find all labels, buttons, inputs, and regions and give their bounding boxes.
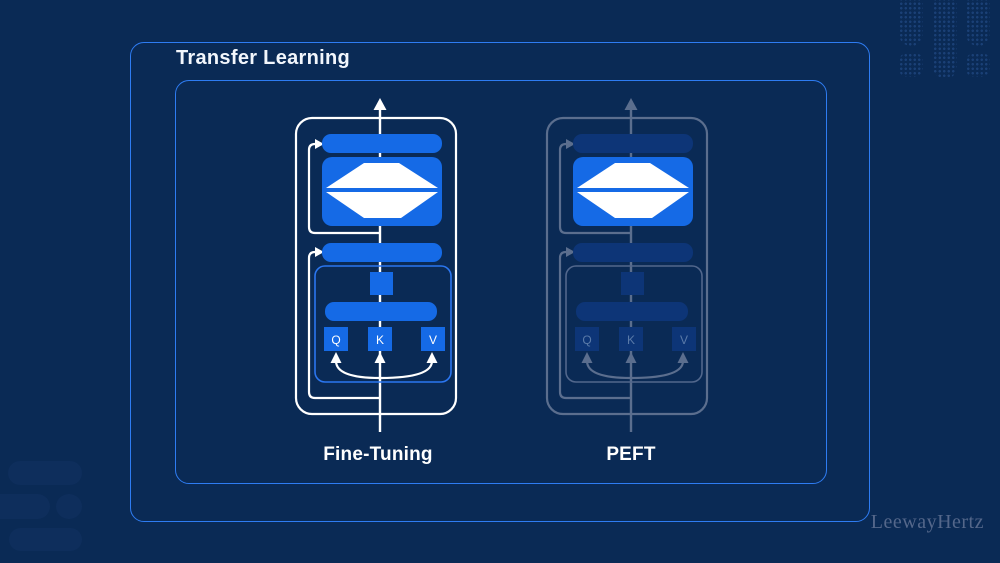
dot-decoration — [56, 494, 82, 519]
ffn-skip-connection — [558, 142, 631, 235]
qkv-label: K — [627, 333, 635, 347]
qkv-label: V — [680, 333, 688, 347]
q-input-curve — [334, 360, 381, 380]
attention-bar — [576, 302, 688, 321]
block-container — [294, 116, 458, 416]
ffn-shape-top — [577, 163, 689, 188]
ffn-skip-connection — [307, 142, 380, 235]
attention-bar — [325, 302, 437, 321]
arrowhead-icon — [581, 352, 593, 363]
qkv-square — [368, 327, 392, 351]
pill-decoration — [8, 461, 82, 485]
qkv-label: V — [429, 333, 437, 347]
attention-block — [314, 265, 452, 383]
arrowhead-icon — [566, 247, 575, 257]
fine-tuning-label: Fine-Tuning — [323, 444, 433, 465]
dotted-pill-decoration — [933, 0, 957, 79]
block-container — [545, 116, 709, 416]
attention-output-square — [621, 272, 644, 295]
qkv-square — [619, 327, 643, 351]
arrowhead-icon — [374, 352, 386, 363]
arrowhead-icon — [625, 352, 637, 363]
q-input-curve — [585, 360, 632, 380]
ffn-shape-bottom — [577, 192, 689, 218]
qkv-label: Q — [582, 333, 591, 347]
qkv-square — [421, 327, 445, 351]
dotted-pill-decoration — [899, 0, 923, 46]
pill-decoration — [0, 494, 50, 519]
page-title: Transfer Learning — [176, 47, 351, 69]
norm-bar — [322, 134, 442, 153]
dotted-pill-decoration — [966, 0, 990, 46]
qkv-square — [672, 327, 696, 351]
dotted-square-decoration — [966, 53, 990, 77]
diagram-panel — [175, 80, 827, 484]
output-arrow-icon — [373, 98, 387, 110]
attention-block — [565, 265, 703, 383]
qkv-label: Q — [331, 333, 340, 347]
norm-bar — [322, 243, 442, 262]
pill-decoration — [9, 528, 82, 551]
brand-watermark: LeewayHertz — [870, 511, 984, 533]
arrowhead-icon — [566, 139, 575, 149]
attention-skip-connection — [307, 250, 380, 400]
arrowhead-icon — [677, 352, 689, 363]
arrowhead-icon — [330, 352, 342, 363]
dotted-square-decoration — [899, 53, 923, 77]
qkv-square — [324, 327, 348, 351]
arrowhead-icon — [315, 247, 324, 257]
ffn-shape-bottom — [326, 192, 438, 218]
norm-bar — [573, 243, 693, 262]
arrowhead-icon — [315, 139, 324, 149]
peft-label: PEFT — [606, 444, 656, 465]
attention-output-square — [370, 272, 393, 295]
attention-skip-connection — [558, 250, 631, 400]
norm-bar — [573, 134, 693, 153]
v-input-curve — [630, 360, 685, 380]
ffn-shape-top — [326, 163, 438, 188]
arrowhead-icon — [426, 352, 438, 363]
qkv-square — [575, 327, 599, 351]
transfer-learning-panel — [130, 42, 870, 522]
qkv-label: K — [376, 333, 384, 347]
v-input-curve — [379, 360, 434, 380]
output-arrow-icon — [624, 98, 638, 110]
